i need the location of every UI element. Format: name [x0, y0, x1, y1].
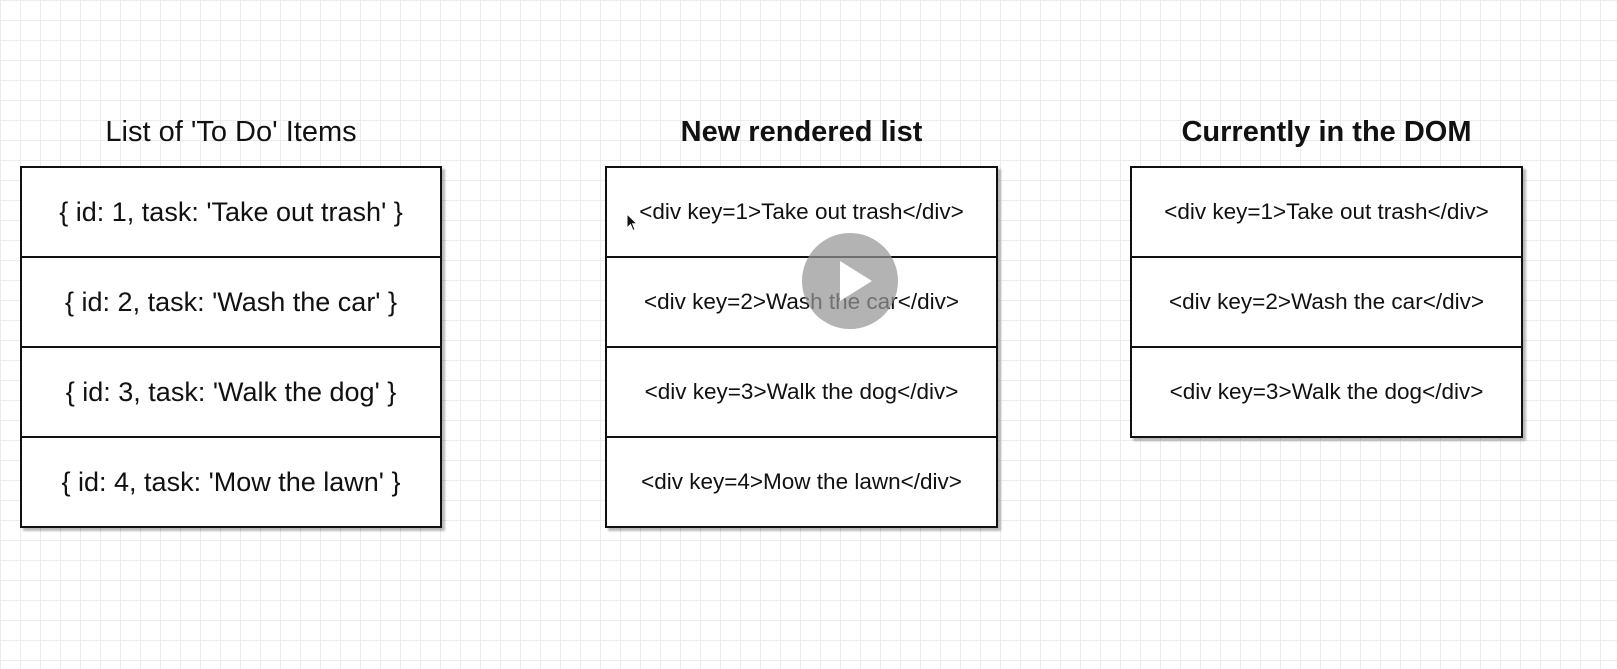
- todo-items-title: List of 'To Do' Items: [105, 116, 357, 148]
- todo-items-table: { id: 1, task: 'Take out trash' } { id: …: [20, 166, 442, 528]
- todo-item-row: { id: 1, task: 'Take out trash' }: [59, 196, 403, 227]
- rendered-div-row: <div key=4>Mow the lawn</div>: [607, 436, 996, 526]
- current-dom-panel: Currently in the DOM <div key=1>Take out…: [1130, 112, 1523, 438]
- todo-item-row: { id: 4, task: 'Mow the lawn' }: [22, 436, 440, 526]
- new-rendered-list-table: <div key=1>Take out trash</div> <div key…: [605, 166, 998, 528]
- new-rendered-list-title: New rendered list: [680, 116, 923, 148]
- new-rendered-list-panel: New rendered list <div key=1>Take out tr…: [605, 112, 998, 528]
- current-dom-table: <div key=1>Take out trash</div> <div key…: [1130, 166, 1523, 438]
- play-icon: [840, 261, 872, 301]
- rendered-div-row: <div key=3>Walk the dog</div>: [607, 346, 996, 436]
- rendered-div-row: <div key=1>Take out trash</div>: [639, 199, 964, 224]
- dom-div-row: <div key=3>Walk the dog</div>: [1132, 346, 1521, 436]
- todo-item-row: { id: 3, task: 'Walk the dog' }: [22, 346, 440, 436]
- video-play-button[interactable]: [802, 233, 898, 329]
- mouse-cursor-icon: [626, 213, 639, 232]
- dom-div-row: <div key=2>Wash the car</div>: [1132, 256, 1521, 346]
- current-dom-title: Currently in the DOM: [1181, 116, 1472, 148]
- rendered-div-row: <div key=2>Wash the car</div>: [607, 256, 996, 346]
- todo-item-row: { id: 2, task: 'Wash the car' }: [22, 256, 440, 346]
- dom-div-row: <div key=1>Take out trash</div>: [1164, 199, 1489, 224]
- todo-items-panel: List of 'To Do' Items { id: 1, task: 'Ta…: [20, 112, 442, 528]
